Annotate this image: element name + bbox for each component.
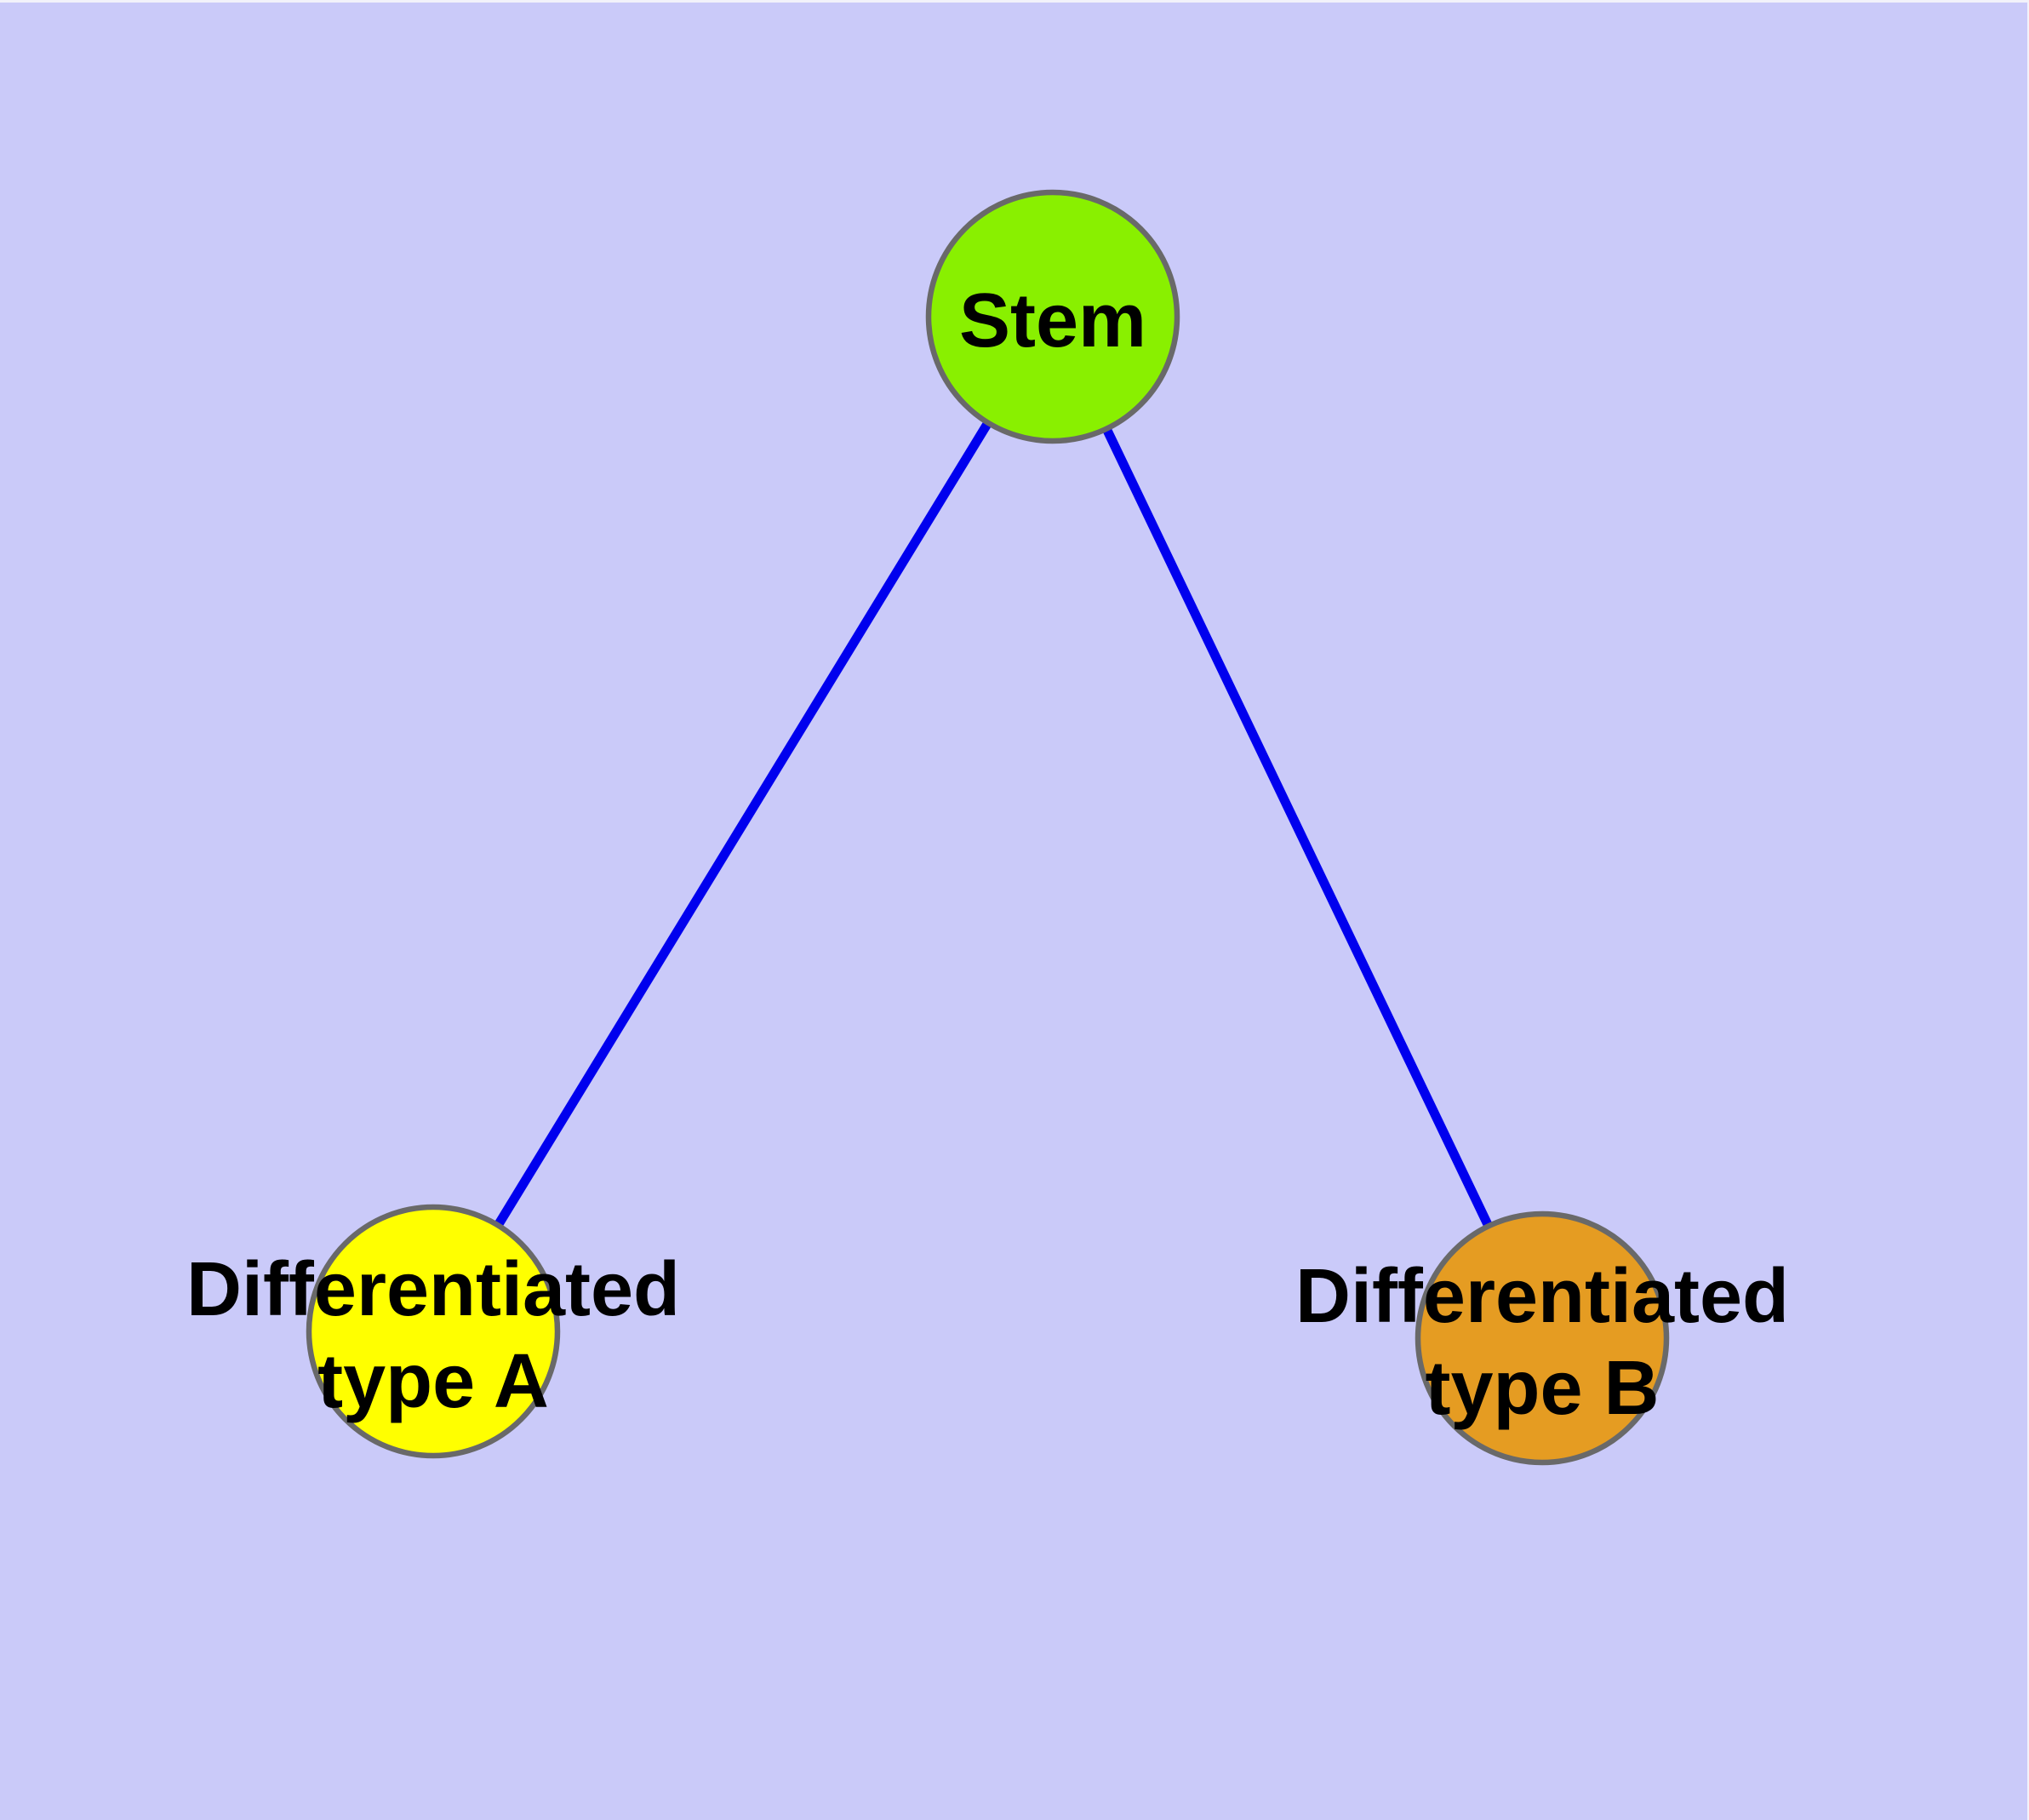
node-differentiated-type-b xyxy=(1415,1210,1670,1466)
edges-layer xyxy=(429,314,1546,1341)
node-label-differentiated-type-a-line-1: Differentiated xyxy=(186,1247,680,1332)
edge-stem-to-differentiated-type-b xyxy=(1049,314,1546,1341)
edge-stem-to-differentiated-type-a xyxy=(429,314,1057,1334)
node-label-differentiated-type-b-line-1: Differentiated xyxy=(1295,1254,1789,1339)
node-label-differentiated-type-b-line-2: type B xyxy=(1425,1346,1659,1431)
node-differentiated-type-a xyxy=(306,1204,561,1459)
node-label-differentiated-type-a-line-2: type A xyxy=(317,1339,549,1424)
nodes-layer xyxy=(306,189,1670,1466)
node-stem xyxy=(925,189,1180,444)
node-label-stem: Stem xyxy=(959,278,1146,363)
